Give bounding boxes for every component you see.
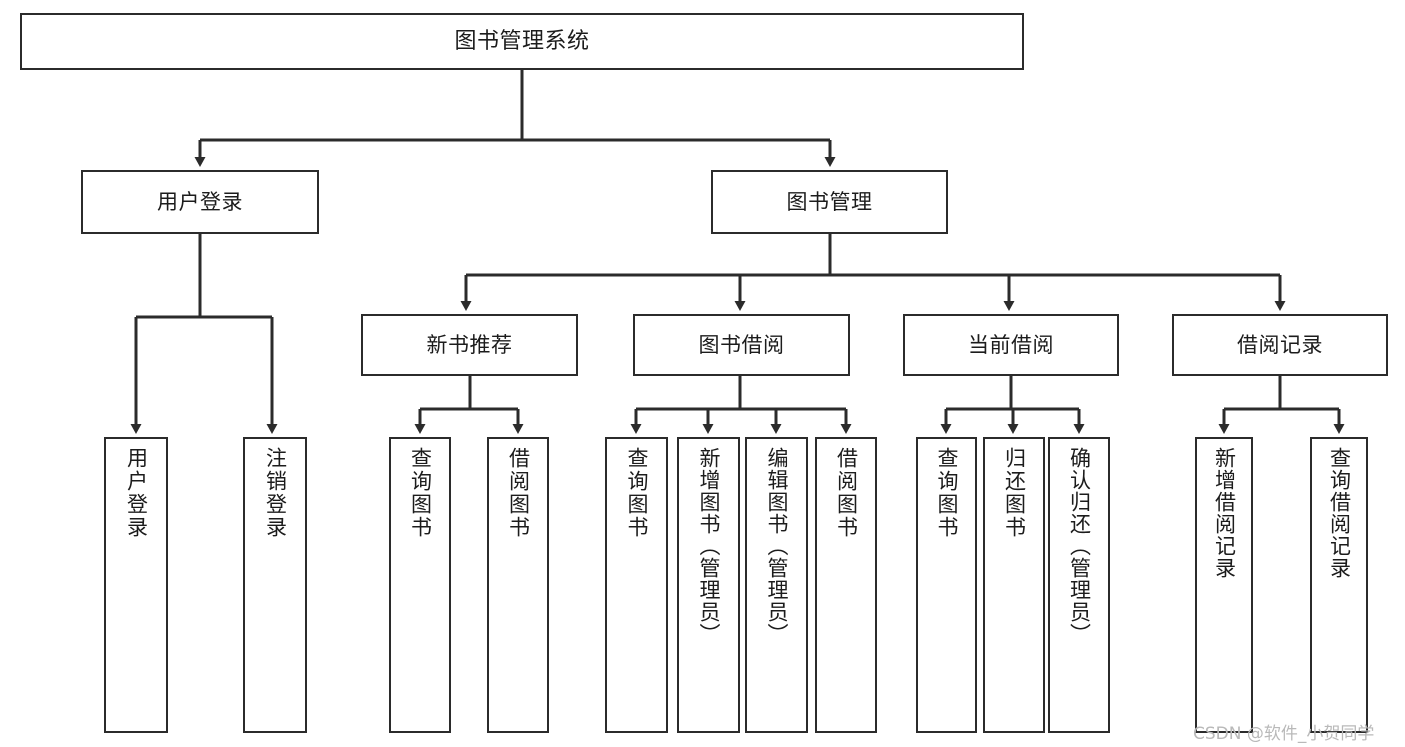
node-borrow-edit-book-label: 编辑图书（管理员） [765,447,789,645]
node-recommend-query-book-label: 查询图书 [408,447,433,539]
node-root[interactable]: 图书管理系统 [20,13,1024,70]
node-record-add[interactable]: 新增借阅记录 [1195,437,1253,733]
node-user-login-action-label: 用户登录 [124,447,149,539]
node-recommend-borrow-book-label: 借阅图书 [506,447,531,539]
node-borrow-edit-book[interactable]: 编辑图书（管理员） [745,437,808,733]
node-borrow-query-book-label: 查询图书 [625,447,649,539]
node-root-label: 图书管理系统 [454,28,590,54]
node-logout-action[interactable]: 注销登录 [243,437,307,733]
node-current-borrow-label: 当前借阅 [968,332,1054,357]
node-borrow-lend-book-label: 借阅图书 [834,447,859,539]
node-new-book-recommend-label: 新书推荐 [426,332,513,357]
node-current-return-book[interactable]: 归还图书 [983,437,1045,733]
node-current-query-book[interactable]: 查询图书 [916,437,977,733]
node-logout-action-label: 注销登录 [263,447,288,539]
node-borrow-query-book[interactable]: 查询图书 [605,437,668,733]
node-borrow-add-book[interactable]: 新增图书（管理员） [677,437,740,733]
node-book-borrow[interactable]: 图书借阅 [633,314,850,376]
node-user-login[interactable]: 用户登录 [81,170,319,234]
node-recommend-borrow-book[interactable]: 借阅图书 [487,437,549,733]
node-user-login-label: 用户登录 [157,189,243,214]
node-borrow-record-label: 借阅记录 [1237,332,1323,357]
node-book-management-label: 图书管理 [786,189,873,214]
node-current-query-book-label: 查询图书 [935,447,959,539]
node-book-management[interactable]: 图书管理 [711,170,948,234]
node-current-return-book-label: 归还图书 [1002,447,1027,539]
node-current-confirm-return[interactable]: 确认归还（管理员） [1048,437,1110,733]
node-borrow-lend-book[interactable]: 借阅图书 [815,437,877,733]
node-recommend-query-book[interactable]: 查询图书 [389,437,451,733]
node-book-borrow-label: 图书借阅 [698,332,785,357]
node-record-add-label: 新增借阅记录 [1212,447,1237,579]
node-new-book-recommend[interactable]: 新书推荐 [361,314,578,376]
node-user-login-action[interactable]: 用户登录 [104,437,168,733]
node-borrow-add-book-label: 新增图书（管理员） [697,447,721,645]
csdn-watermark: CSDN @软件_小贺同学 [1193,724,1375,744]
node-borrow-record[interactable]: 借阅记录 [1172,314,1388,376]
node-record-query[interactable]: 查询借阅记录 [1310,437,1368,733]
node-current-borrow[interactable]: 当前借阅 [903,314,1119,376]
node-current-confirm-return-label: 确认归还（管理员） [1067,447,1092,645]
node-record-query-label: 查询借阅记录 [1327,447,1352,579]
